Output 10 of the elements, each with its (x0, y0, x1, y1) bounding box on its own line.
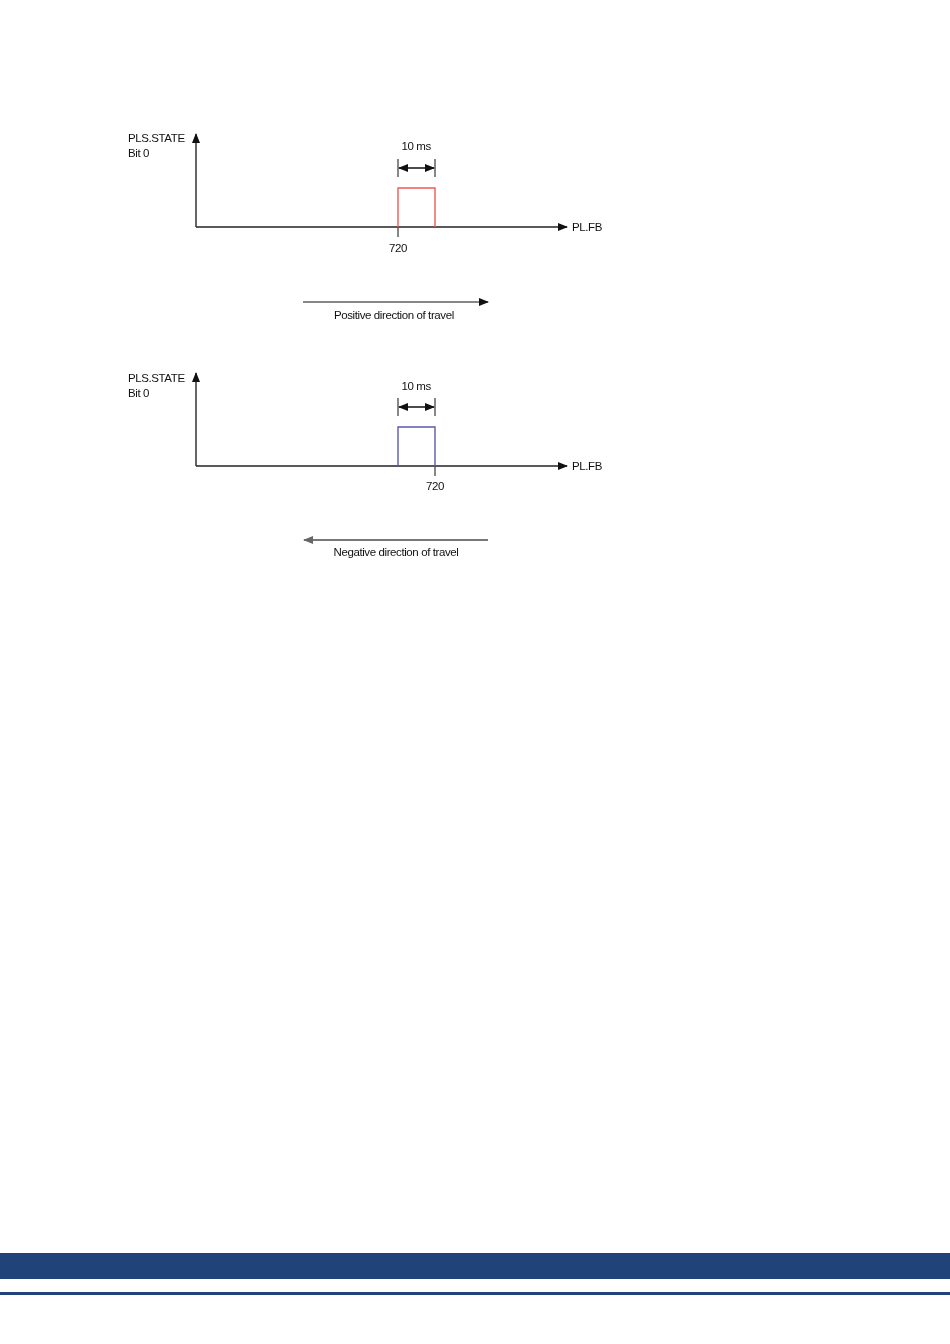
axis-label: PLS.STATE Bit 0 (128, 131, 186, 161)
axis-label: PL.FB (572, 220, 602, 235)
dimension-label: 10 ms (401, 379, 431, 394)
tick-label: 720 (426, 479, 444, 494)
tick-label: 720 (389, 241, 407, 256)
direction-label: Negative direction of travel (333, 545, 459, 560)
dimension-label: 10 ms (401, 139, 431, 154)
direction-label: Positive direction of travel (334, 308, 454, 323)
axis-label: PLS.STATE Bit 0 (128, 371, 186, 401)
axis-label: PL.FB (572, 459, 602, 474)
